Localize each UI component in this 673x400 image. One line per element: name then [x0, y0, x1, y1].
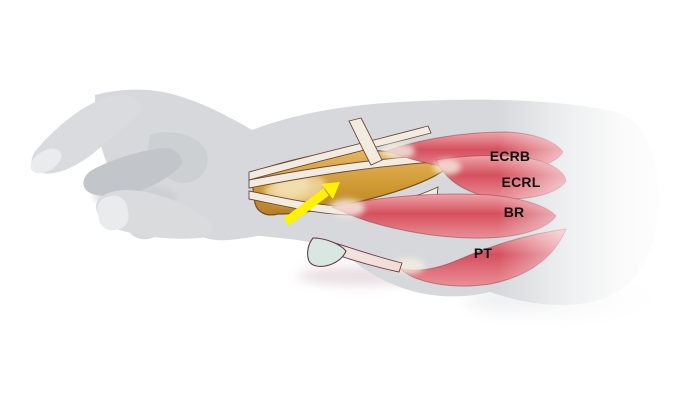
thumb-nail-highlight: [97, 195, 129, 231]
gold-highlight-core: [274, 177, 310, 197]
ecrb-tendon-strip: [248, 125, 432, 181]
arrow-head: [321, 182, 340, 200]
label-pt: PT: [474, 245, 493, 261]
hand-silhouette: [30, 89, 261, 241]
label-ecrl: ECRL: [502, 174, 541, 190]
middle-finger: [83, 148, 182, 197]
label-br: BR: [504, 204, 525, 220]
pt-tendon-group: [307, 237, 403, 273]
index-nail-highlight: [30, 148, 62, 174]
arrow-shaft: [283, 188, 329, 226]
label-ecrb: ECRB: [490, 148, 530, 164]
crossing-tendon-stub: [348, 117, 383, 166]
muscle-labels: ECRB ECRL BR PT: [474, 148, 541, 261]
pointer-arrow-icon: [283, 182, 340, 226]
fade-overlay: [498, 50, 673, 360]
insertion-cartilage: [307, 237, 347, 267]
